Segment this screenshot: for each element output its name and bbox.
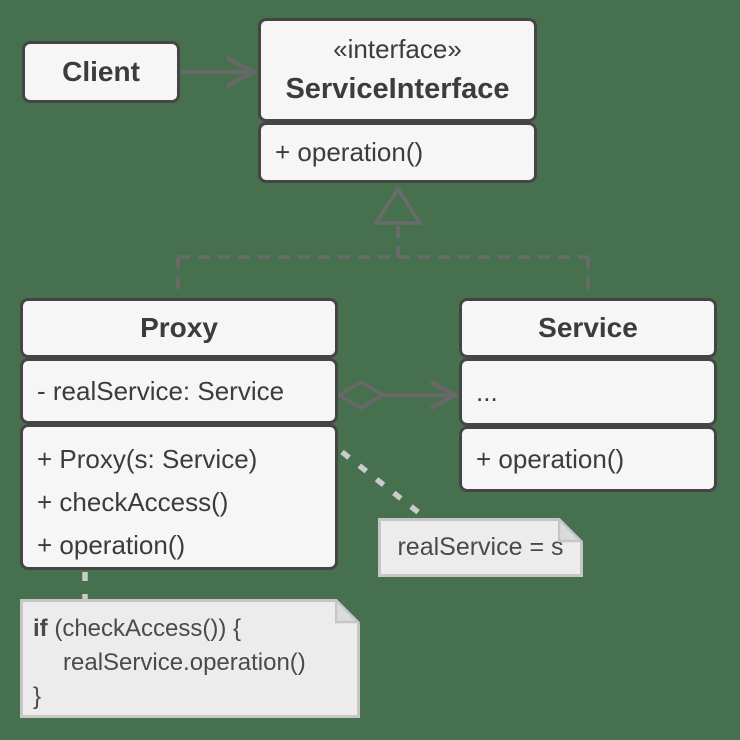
class-service-interface: «interface» ServiceInterface + operation… bbox=[258, 18, 537, 183]
note-anchor-lines bbox=[82, 449, 425, 600]
field-realservice: - realService: Service bbox=[37, 375, 285, 406]
method-operation: + operation() bbox=[476, 443, 625, 474]
method-operation: + operation() bbox=[37, 530, 186, 560]
aggregation-diamond-icon bbox=[335, 379, 387, 411]
code-line-1: if (checkAccess()) { bbox=[33, 612, 349, 646]
code-line-2: realService.operation() bbox=[63, 649, 306, 676]
class-client: Client bbox=[22, 41, 180, 103]
field-ellipsis: ... bbox=[476, 376, 498, 407]
method-operation: + operation() bbox=[275, 137, 424, 167]
association-arrow bbox=[181, 56, 258, 88]
class-service-interface-methods: + operation() bbox=[258, 122, 537, 183]
realization-triangle-icon bbox=[372, 185, 424, 225]
note-code-body: if (checkAccess()) { realService.operati… bbox=[23, 602, 357, 714]
class-service-interface-title: ServiceInterface bbox=[285, 73, 510, 105]
code-line-3: } bbox=[33, 683, 42, 710]
class-proxy-title: Proxy bbox=[20, 298, 338, 358]
note-fold-icon bbox=[335, 599, 360, 624]
class-proxy-methods: + Proxy(s: Service) + checkAccess() + op… bbox=[20, 424, 338, 570]
code-line-1-rest: (checkAccess()) { bbox=[47, 615, 242, 642]
note-fold-icon bbox=[558, 518, 583, 543]
aggregation-arrow bbox=[383, 380, 460, 410]
class-service: Service ... + operation() bbox=[459, 298, 717, 492]
class-client-title: Client bbox=[22, 41, 180, 103]
class-service-methods: + operation() bbox=[459, 426, 717, 492]
method-proxy-ctor: + Proxy(s: Service) bbox=[37, 444, 258, 474]
class-service-fields: ... bbox=[459, 358, 717, 426]
note-assignment-text: realService = s bbox=[397, 533, 564, 561]
class-service-title: Service bbox=[459, 298, 717, 358]
class-proxy-fields: - realService: Service bbox=[20, 358, 338, 424]
class-proxy: Proxy - realService: Service + Proxy(s: … bbox=[20, 298, 338, 570]
realization-dashed-lines bbox=[176, 226, 590, 296]
class-service-interface-header: «interface» ServiceInterface bbox=[258, 18, 537, 122]
note-assignment: realService = s bbox=[378, 518, 583, 577]
method-checkaccess: + checkAccess() bbox=[37, 487, 229, 517]
code-keyword-if: if bbox=[33, 615, 48, 642]
note-code: if (checkAccess()) { realService.operati… bbox=[20, 599, 360, 718]
stereotype-label: «interface» bbox=[333, 34, 462, 64]
